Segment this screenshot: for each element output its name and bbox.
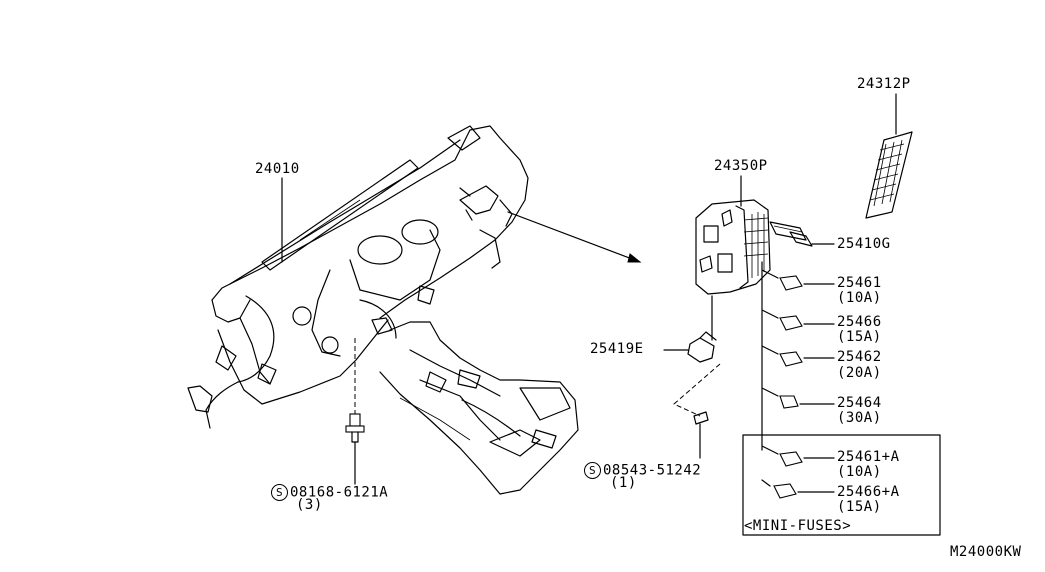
fuse-block-drawing: [769, 221, 813, 247]
relay-box-drawing: [695, 199, 771, 295]
fuse-part-25462: 25462: [837, 349, 882, 365]
fuse-branches: [761, 269, 779, 487]
bolt-left-qty: (3): [296, 497, 323, 513]
s-symbol-icon: S: [584, 462, 601, 479]
bracket-drawing: [687, 331, 717, 363]
fuse-cover-drawing: [865, 131, 913, 219]
fuse-part-25466: 25466: [837, 314, 882, 330]
mini-fuses-caption: <MINI-FUSES>: [744, 518, 852, 534]
mini-fuse-part-25466a: 25466+A: [837, 484, 900, 500]
bolt-right-qty: (1): [610, 475, 637, 491]
mini-fuse-rating-15a: (15A): [837, 499, 882, 515]
mini-fuse-rating-10a: (10A): [837, 464, 882, 480]
bolt-left-drawing: [345, 413, 365, 443]
mini-fuse-part-25461a: 25461+A: [837, 449, 900, 465]
fuse-rating-30a: (30A): [837, 410, 882, 426]
s-symbol-icon: S: [271, 484, 288, 501]
label-24010: 24010: [255, 161, 300, 177]
dashed-guide-right: [673, 363, 721, 417]
fuse-part-25464: 25464: [837, 395, 882, 411]
fuse-rating-15a: (15A): [837, 329, 882, 345]
label-25410G: 25410G: [837, 236, 891, 252]
bolt-left-number: 08168-6121A: [290, 484, 389, 501]
instrument-panel-drawing: [187, 125, 579, 495]
label-24312P: 24312P: [857, 76, 911, 92]
label-25419E: 25419E: [590, 341, 644, 357]
screw-right-drawing: [693, 411, 709, 439]
mini-fuses-box: [742, 434, 941, 536]
fuse-icons: [773, 275, 803, 499]
diagram-code: M24000KW: [950, 544, 1022, 560]
fuse-rating-10a: (10A): [837, 290, 882, 306]
fuse-rating-20a: (20A): [837, 365, 882, 381]
label-24350P: 24350P: [714, 158, 768, 174]
arrow-to-relay-box: [507, 211, 642, 263]
bolt-right-number: 08543-51242: [603, 462, 702, 479]
fuse-part-25461: 25461: [837, 275, 882, 291]
fuse-leaders: [797, 283, 835, 493]
